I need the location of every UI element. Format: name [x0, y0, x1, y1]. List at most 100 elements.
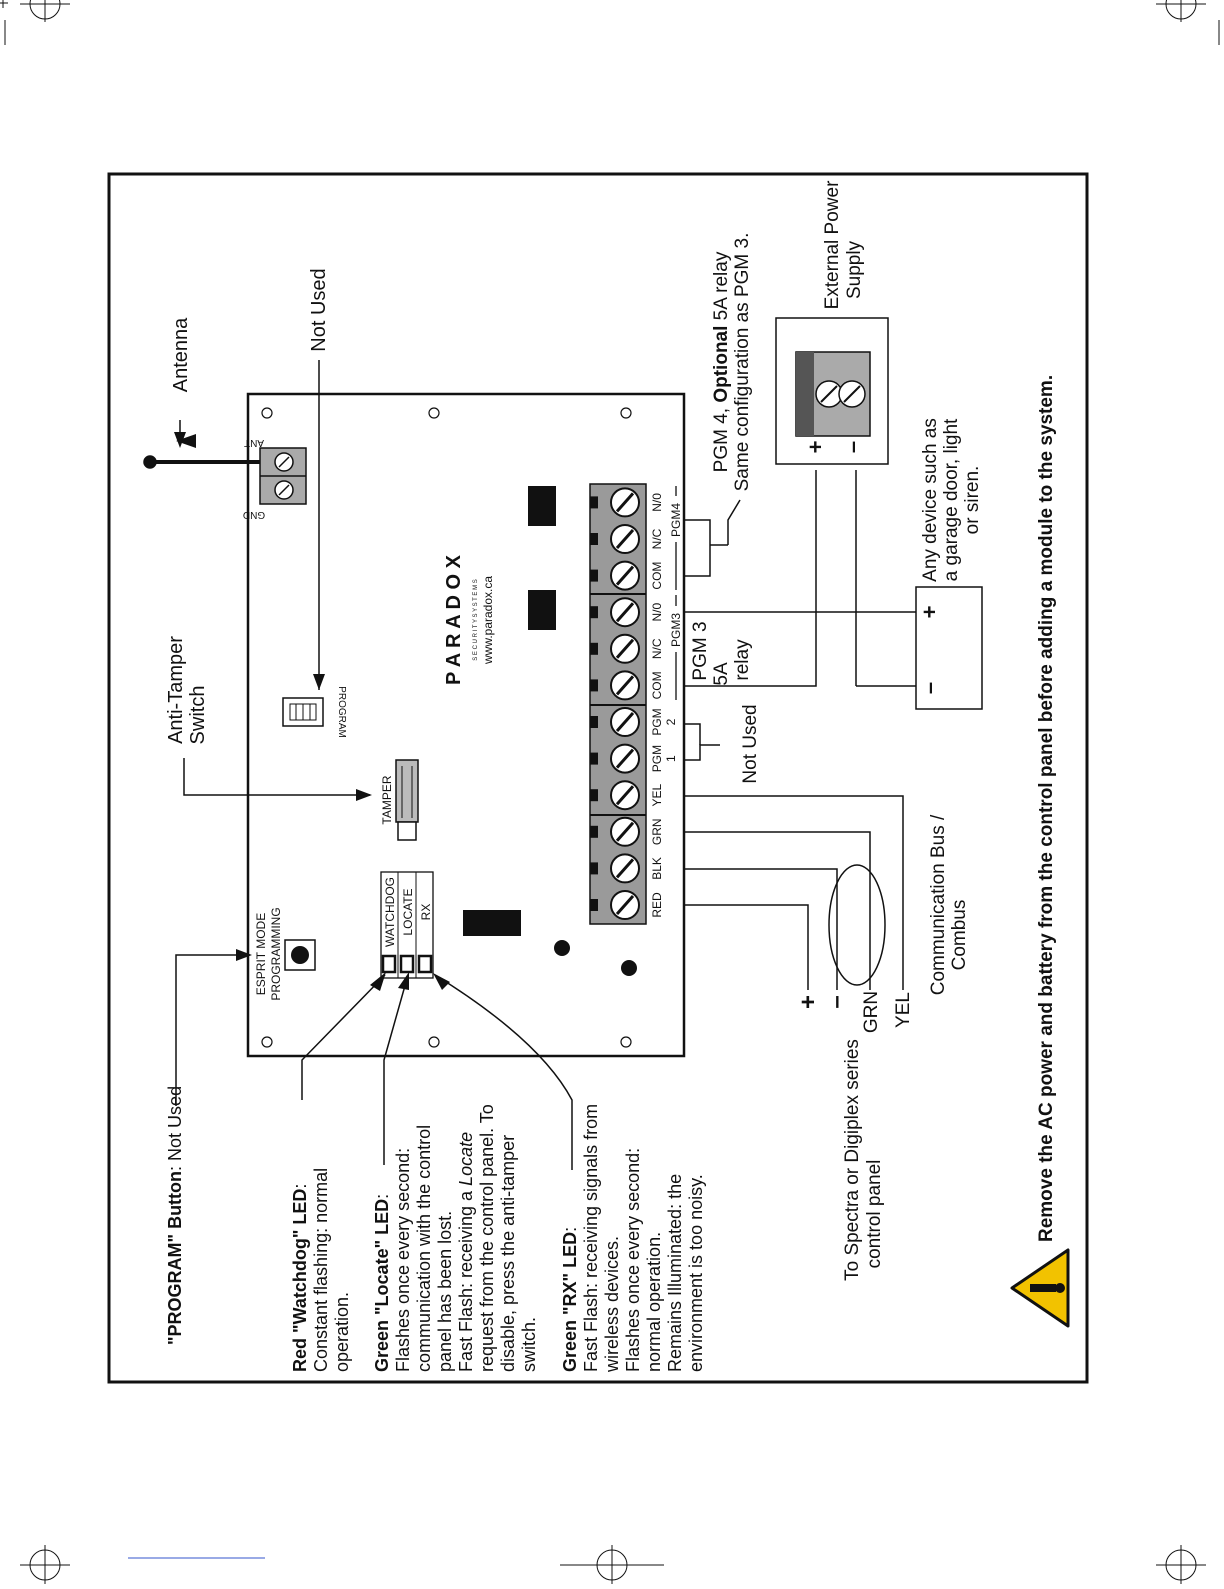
legend-watchdog-line-2: operation.: [332, 1292, 352, 1372]
label-to-panel-2: control panel: [864, 1160, 885, 1269]
legend-locate-line-1: Flashes once every second:: [393, 1148, 413, 1372]
led-label-rx: RX: [419, 904, 433, 921]
terminal-tab: [590, 899, 598, 911]
label-not-used-top: Not Used: [308, 268, 330, 351]
led-label-watchdog: WATCHDOG: [383, 877, 397, 947]
board-label-esprit-1: ESPRIT MODE: [254, 913, 268, 995]
led-watchdog: [381, 954, 397, 974]
legend-locate-more-3: switch.: [519, 1317, 539, 1372]
legend-locate-more-2: disable, press the anti-tamper: [498, 1135, 518, 1372]
terminal-screw-slot: [615, 858, 635, 879]
wire-plus: +: [795, 995, 822, 1009]
terminal-tab: [590, 569, 598, 582]
terminal-screw-slot: [615, 565, 635, 586]
label-antenna: Antenna: [170, 317, 192, 392]
terminal-label: BLK: [650, 857, 664, 880]
terminal-screw-slot: [615, 675, 635, 696]
terminal-label: COM: [650, 671, 664, 699]
label-any-device-3: or siren.: [962, 466, 983, 535]
legend-rx-line-3: Flashes once every second:: [623, 1148, 643, 1372]
load-plus: +: [917, 606, 942, 619]
legend: "PROGRAM" Button: Not Used Red "Watchdog…: [165, 1086, 706, 1373]
legend-locate-fast: Fast Flash: receiving a Locate: [456, 1132, 476, 1372]
label-anti-tamper-2: Switch: [187, 686, 209, 745]
board-label-tamper: TAMPER: [380, 775, 394, 824]
label-not-used-mid: Not Used: [740, 704, 761, 783]
terminal-tab: [590, 752, 598, 765]
terminal-screw-slot: [615, 895, 635, 915]
terminal-screws: [590, 487, 640, 920]
label-any-device-2: a garage door, light: [941, 418, 962, 581]
wire-yel: YEL: [893, 992, 914, 1028]
terminal-screw-slot: [615, 712, 635, 732]
terminal-label: PGM1: [650, 745, 678, 772]
terminal-tab: [590, 825, 598, 838]
legend-watchdog-line-1: Constant flashing: normal: [311, 1168, 331, 1372]
board-label-esprit-2: PROGRAMMING: [269, 907, 283, 1000]
legend-locate-line-2: communication with the control: [414, 1125, 434, 1372]
terminal-tab: [590, 862, 598, 875]
terminal-label: RED: [650, 892, 664, 918]
board-label-gnd: GND: [243, 509, 265, 520]
board-brand-sub: S E C U R I T Y S Y S T E M S: [473, 579, 479, 660]
pgm4-group-label: PGM4: [669, 503, 683, 537]
terminal-screw-slot: [615, 785, 635, 806]
terminal-label: N/C: [650, 638, 664, 659]
terminal-tab: [590, 606, 598, 619]
circuit-board: ANT GND PROGRAM TAMPER ESPRIT MODE PROGR…: [243, 392, 686, 1058]
external-power-supply: + –: [775, 317, 889, 465]
led-locate: [399, 954, 415, 974]
warning-triangle-icon: [1010, 1248, 1070, 1328]
legend-locate-title: Green "Locate" LED:: [372, 1194, 392, 1372]
label-comm-bus-2: Combus: [949, 900, 970, 971]
label-ext-power-1: External Power: [822, 180, 843, 310]
terminal-screw-slot: [615, 748, 635, 769]
pgm3-group-label: PGM3: [669, 613, 683, 647]
terminal-tab: [590, 716, 598, 728]
legend-locate-line-3: panel has been lost.: [435, 1211, 455, 1372]
legend-program: "PROGRAM" Button: Not Used: [165, 1086, 185, 1345]
terminal-screw-slot: [615, 492, 635, 513]
load-minus: –: [917, 682, 942, 694]
terminal-tab: [590, 496, 598, 509]
terminal-tab: [590, 789, 598, 802]
terminal-label: PGM2: [650, 708, 678, 735]
legend-rx-title: Green "RX" LED:: [560, 1227, 580, 1372]
label-ext-power-2: Supply: [844, 240, 865, 299]
terminal-label: COM: [650, 562, 664, 590]
board-brand-url: www.paradox.ca: [481, 576, 495, 665]
led-label-locate: LOCATE: [401, 888, 415, 935]
label-pgm3-1: PGM 3: [690, 621, 711, 680]
legend-locate-more-1: request from the control panel. To: [477, 1104, 497, 1372]
wire-grn: GRN: [861, 991, 882, 1033]
diagram-frame: [107, 172, 1089, 1384]
legend-rx-line-1: Fast Flash: receiving signals from: [581, 1104, 601, 1372]
terminal-label: GRN: [650, 818, 664, 845]
board-label-program: PROGRAM: [336, 686, 347, 738]
terminal-label: N/C: [650, 528, 664, 549]
terminal-screw-slot: [615, 638, 635, 659]
label-pgm4-line1: PGM 4, Optional 5A relay: [711, 251, 732, 472]
wiring: [143, 360, 946, 1170]
label-to-panel-1: To Spectra or Digiplex series: [842, 1039, 863, 1281]
arrowheads: [176, 434, 450, 991]
load-device: + –: [915, 586, 983, 710]
supply-minus: –: [840, 441, 865, 453]
label-anti-tamper-1: Anti-Tamper: [165, 636, 187, 744]
label-pgm3-2: 5A: [711, 662, 732, 686]
terminal-label: YEL: [650, 784, 664, 807]
legend-watchdog-title: Red "Watchdog" LED:: [290, 1184, 310, 1372]
supply-plus: +: [803, 441, 828, 454]
terminal-screw-slot: [615, 602, 635, 623]
board-brand: P A R A D O X: [443, 554, 465, 685]
led-rx: [417, 954, 433, 974]
terminal-tab: [590, 642, 598, 655]
label-any-device-1: Any device such as: [920, 418, 941, 582]
terminal-screw-slot: [615, 529, 635, 549]
legend-rx-line-2: wireless devices.: [602, 1236, 622, 1373]
label-pgm3-3: relay: [732, 639, 753, 681]
terminal-screw-slot: [615, 821, 635, 842]
